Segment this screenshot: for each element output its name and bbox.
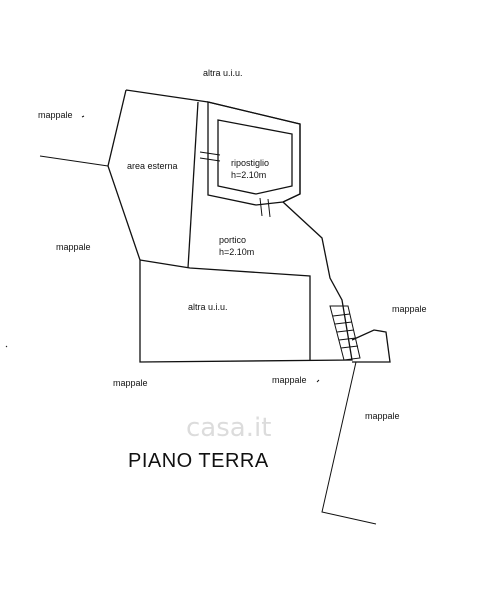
label-ripostiglio-height: h=2.10m — [231, 170, 266, 180]
door-ripostiglio-south — [259, 197, 271, 218]
label-mappale-left: mappale — [56, 242, 91, 252]
label-altra-top: altra u.i.u. — [203, 68, 243, 78]
label-mappale-right: mappale — [392, 304, 427, 314]
label-area-esterna: area esterna — [127, 161, 178, 171]
tick-mark — [5, 345, 8, 348]
ripostiglio-inner — [217, 119, 293, 195]
watermark: casa.it — [186, 413, 271, 443]
staircase — [329, 305, 361, 361]
label-portico: portico — [219, 235, 246, 245]
annex — [351, 329, 391, 363]
tick-mark — [316, 379, 320, 383]
label-ripostiglio: ripostiglio — [231, 158, 269, 168]
door-ripostiglio-west — [199, 151, 221, 162]
plan-title: PIANO TERRA — [128, 450, 269, 472]
tick-mark — [81, 115, 85, 118]
label-mappale-bottom-center: mappale — [272, 375, 307, 385]
boundary-left — [39, 155, 109, 167]
ripostiglio-room — [207, 101, 301, 206]
label-mappale-top-left: mappale — [38, 110, 73, 120]
label-mappale-bottom-right: mappale — [365, 411, 400, 421]
wall-area-esterna — [187, 101, 199, 269]
building-outline — [107, 89, 353, 363]
label-mappale-bottom-left: mappale — [113, 378, 148, 388]
boundary-right — [321, 361, 377, 525]
wall-portico-south — [139, 259, 311, 360]
label-portico-height: h=2.10m — [219, 247, 254, 257]
label-altra-mid: altra u.i.u. — [188, 302, 228, 312]
